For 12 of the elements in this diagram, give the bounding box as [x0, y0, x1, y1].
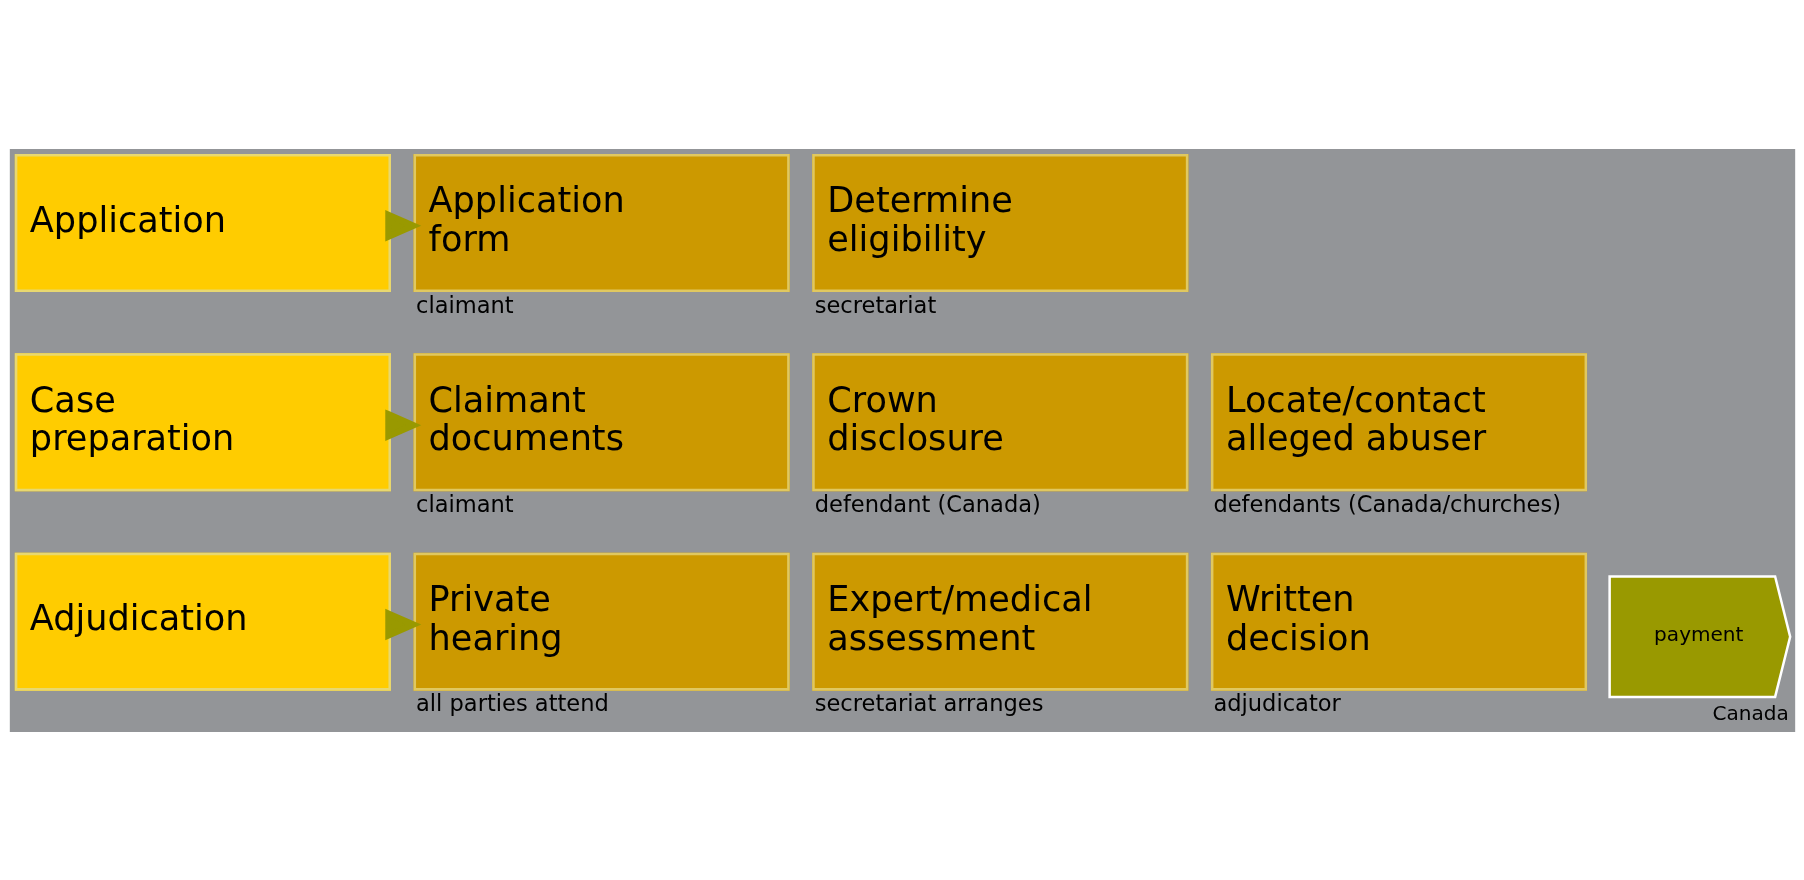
arrow [384, 408, 421, 441]
node-label: secretariat arranges [814, 689, 1043, 716]
node-label: secretariat [814, 290, 936, 317]
node-label: all parties attend [415, 689, 609, 716]
node-label: claimant [415, 490, 514, 517]
node-label: defendant (Canada) [814, 490, 1041, 517]
node-label: adjudicator [1212, 689, 1341, 716]
node-label: defendants (Canada/churches) [1212, 490, 1561, 517]
node-label: claimant [415, 290, 514, 317]
arrow [384, 608, 421, 640]
node-label: Canada [1711, 700, 1789, 725]
arrow [384, 209, 421, 242]
